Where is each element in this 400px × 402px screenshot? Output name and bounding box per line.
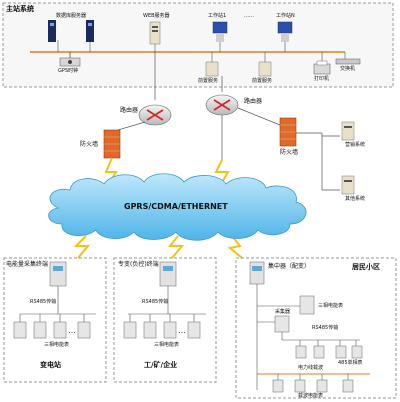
front-service-1-label: 前置服务	[198, 78, 219, 84]
workstation-1-label: 工作站1	[208, 13, 227, 19]
substation-box	[3, 257, 107, 383]
residential-box	[235, 257, 397, 399]
carrier-meter-label: 载波电能表	[298, 393, 324, 399]
web-server-icon	[149, 21, 161, 45]
marketing-server-icon	[341, 121, 355, 141]
router-icon	[138, 94, 239, 126]
substation-title: 变电站	[40, 361, 61, 369]
front-service-2-label: 前置服务	[252, 78, 273, 84]
other-system-server-icon	[341, 175, 355, 195]
svg-text:…: …	[178, 326, 186, 335]
industry-title: 工/矿/企业	[144, 361, 178, 369]
industry-terminal-label: 专变(负控)终端	[118, 261, 159, 268]
router-left-label: 路由器	[120, 107, 139, 114]
industry-bus-label: RS485传输	[142, 299, 169, 305]
residential-bus-label: RS485传输	[312, 325, 339, 331]
substation-terminal-label: 电能量采集终端	[6, 261, 49, 268]
meter-icon	[272, 295, 363, 393]
single-phase-label: 485单相表	[338, 360, 363, 366]
residential-title: 居民小区	[352, 263, 380, 271]
web-server-label: WEB服务器	[143, 13, 170, 19]
industry-box	[113, 257, 217, 383]
front-service-icon	[205, 61, 272, 77]
firewall-right-label: 防火墙	[280, 149, 299, 156]
network-cloud	[48, 173, 307, 241]
three-phase-meter-icon	[13, 321, 201, 339]
terminal-icon	[49, 261, 265, 287]
gps-clock-label: GPS时钟	[58, 68, 79, 74]
main-station-title: 主站系统	[6, 5, 34, 13]
database-server-icon	[48, 20, 94, 42]
substation-meters-label: 三相电能表	[44, 342, 70, 348]
ellipsis-label: ……	[244, 13, 254, 19]
svg-text:…: …	[68, 326, 76, 335]
plc-label: 电力线载波	[298, 365, 324, 371]
printer-icon	[313, 60, 331, 75]
firewall-icon	[103, 117, 297, 159]
workstation-n-label: 工作站N	[276, 13, 295, 19]
collector-label: 采集器	[275, 309, 291, 315]
firewall-left-label: 防火墙	[80, 141, 99, 148]
industry-meters-label: 三相电能表	[154, 342, 180, 348]
substation-bus-label: RS485传输	[30, 299, 57, 305]
db-server-label: 数据库服务器	[56, 13, 87, 19]
router-right-label: 路由器	[244, 98, 263, 105]
marketing-label: 营销系统	[345, 142, 366, 148]
other-system-label: 其他系统	[345, 196, 366, 202]
cloud-label: GPRS/CDMA/ETHERNET	[124, 202, 228, 211]
printer-label: 打印机	[314, 76, 330, 82]
switch-label: 交换机	[340, 66, 356, 72]
switch-icon	[335, 58, 361, 65]
concentrator-label: 集中器（配变）	[268, 263, 311, 270]
workstation-icon	[212, 21, 293, 42]
three-phase-label: 三相电能表	[318, 303, 344, 309]
gps-clock-icon	[59, 52, 81, 67]
